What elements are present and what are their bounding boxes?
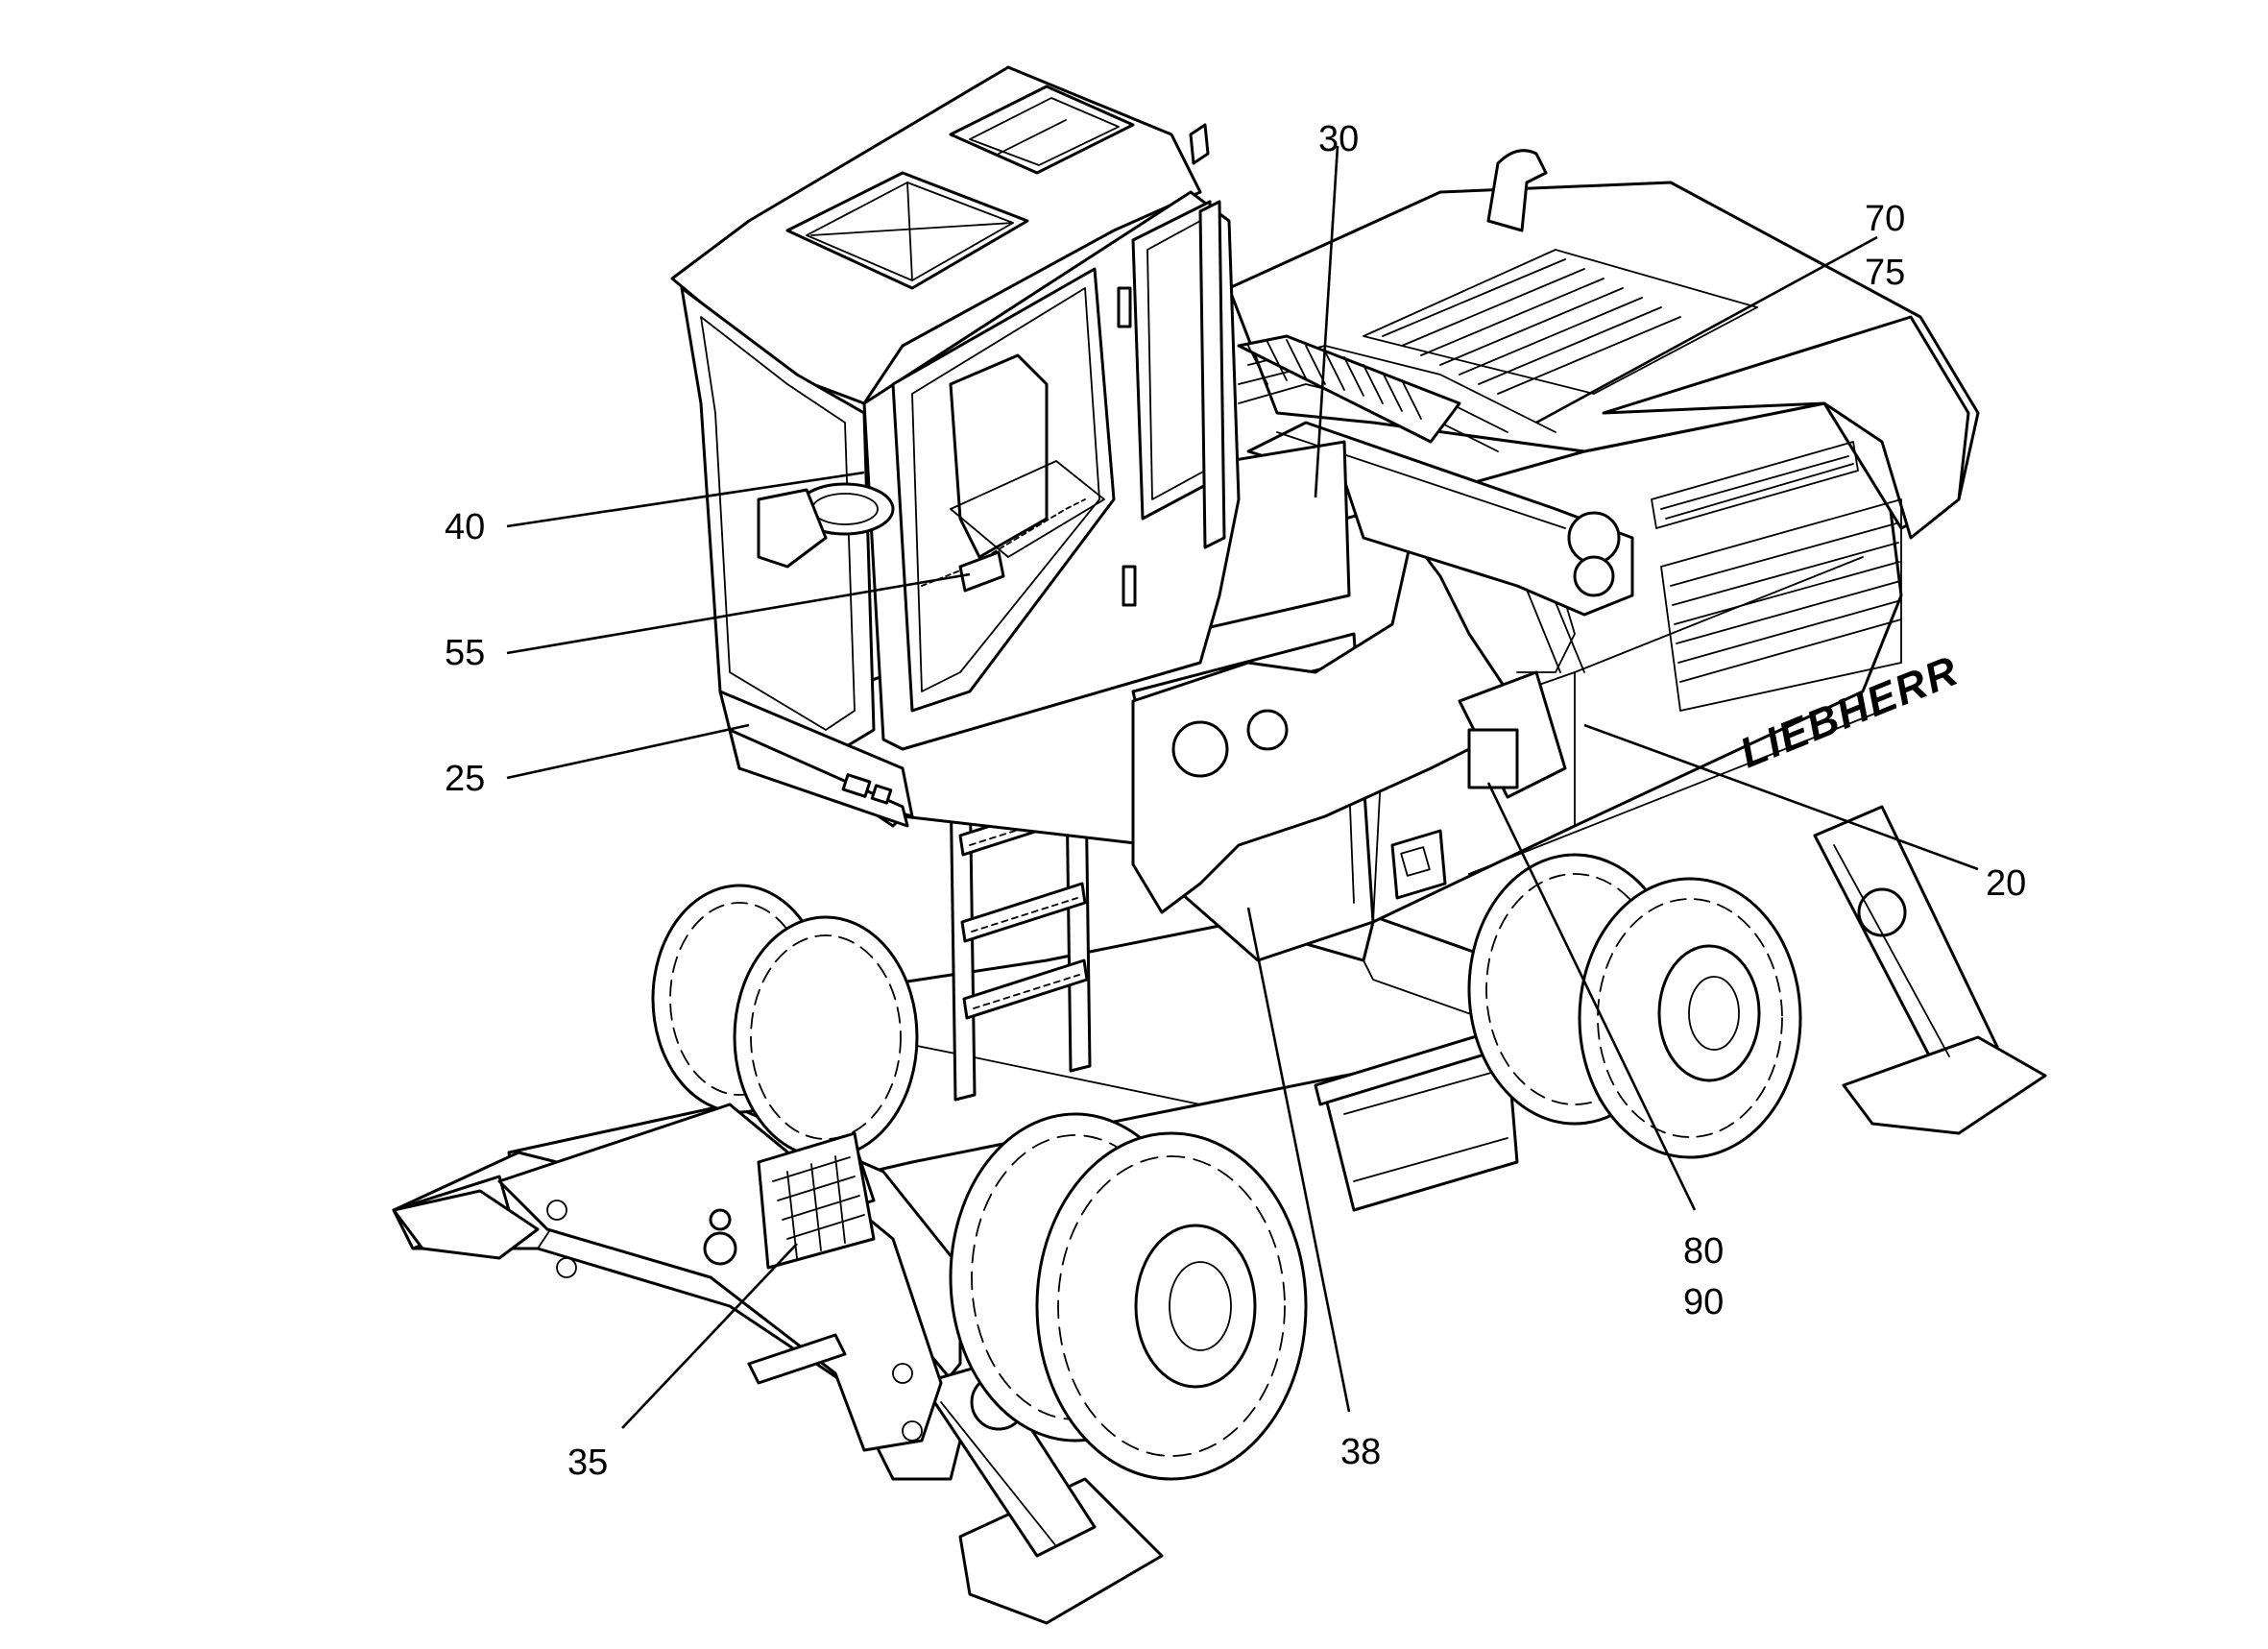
callout-25: 25 (445, 759, 485, 799)
rear-right-wheel-pair (1467, 853, 1802, 1159)
callout-80: 80 (1683, 1231, 1724, 1272)
callout-38: 38 (1340, 1432, 1381, 1472)
leader-55 (506, 572, 971, 655)
leader-80 (1486, 782, 1697, 1211)
front-stabilizer (497, 1103, 943, 1452)
rear-left-wheel-pair (651, 884, 919, 1159)
leader-lines (506, 145, 1979, 1429)
hose-bundle-ridges (1247, 339, 1422, 420)
callout-90: 90 (1683, 1282, 1724, 1322)
side-grille (1651, 441, 1902, 712)
leader-30 (1314, 145, 1339, 498)
leader-35 (621, 1243, 798, 1429)
hood-grille (1382, 258, 1681, 395)
operator-cab (670, 65, 1241, 828)
leader-70 (1535, 235, 1878, 424)
callout-30: 30 (1318, 119, 1359, 159)
callout-20: 20 (1986, 863, 2026, 904)
leader-20 (1583, 723, 1979, 871)
callout-labels: 30 70 75 40 55 25 20 80 90 38 35 (445, 119, 2026, 1483)
leader-25 (506, 723, 750, 780)
callout-70: 70 (1865, 199, 1905, 239)
callout-40: 40 (445, 507, 485, 547)
callout-55: 55 (445, 633, 485, 673)
leader-40 (506, 471, 865, 528)
callout-35: 35 (567, 1443, 608, 1483)
callout-75: 75 (1865, 253, 1905, 293)
wheels (651, 853, 1802, 1481)
front-wheel-pair (949, 1112, 1308, 1481)
leader-38 (1246, 907, 1351, 1413)
